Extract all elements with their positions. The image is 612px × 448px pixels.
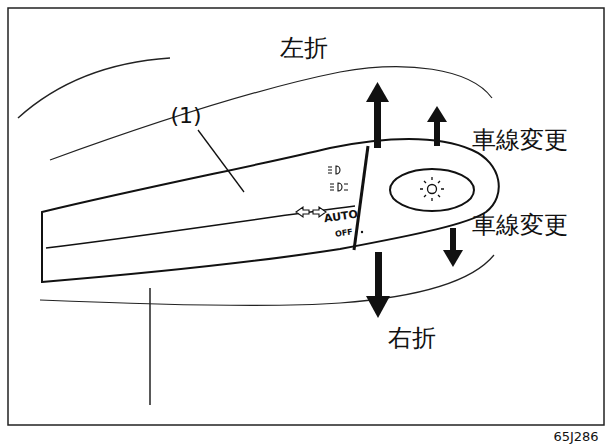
drawing-stroke xyxy=(149,288,151,405)
drawing-stroke xyxy=(427,106,447,122)
motion-label: 右折 xyxy=(388,325,436,351)
drawing-stroke xyxy=(18,58,170,118)
drawing-stroke xyxy=(366,82,463,318)
motion-label: 車線変更 xyxy=(472,212,568,238)
callout-number: (1) xyxy=(170,104,201,128)
drawing-stroke xyxy=(420,177,444,201)
figure-code: 65J286 xyxy=(553,430,598,444)
drawing-stroke xyxy=(443,250,463,267)
drawing-stroke xyxy=(390,169,474,211)
drawing-stroke xyxy=(375,252,382,300)
drawing-stroke xyxy=(328,167,332,173)
drawing-stroke xyxy=(361,231,363,233)
drawing-stroke xyxy=(8,8,604,425)
drawing-stroke xyxy=(434,118,440,146)
drawing-stroke xyxy=(328,166,348,191)
drawing-stroke xyxy=(336,166,340,174)
drawing-stroke xyxy=(366,296,390,318)
drawing-stroke xyxy=(366,82,389,102)
motion-label: 左折 xyxy=(280,35,328,61)
drawing-stroke xyxy=(198,130,244,192)
drawing-stroke xyxy=(428,185,437,194)
drawing-stroke xyxy=(420,177,444,201)
drawing-stroke xyxy=(374,98,381,148)
drawing-stroke xyxy=(330,184,348,190)
drawing-stroke xyxy=(338,183,342,191)
motion-label: 車線変更 xyxy=(472,127,568,153)
drawing-stroke xyxy=(296,207,326,217)
drawing-stroke xyxy=(42,139,499,282)
drawing-stroke xyxy=(354,146,368,250)
drawing-stroke xyxy=(296,207,309,217)
drawing-stroke xyxy=(46,206,355,248)
